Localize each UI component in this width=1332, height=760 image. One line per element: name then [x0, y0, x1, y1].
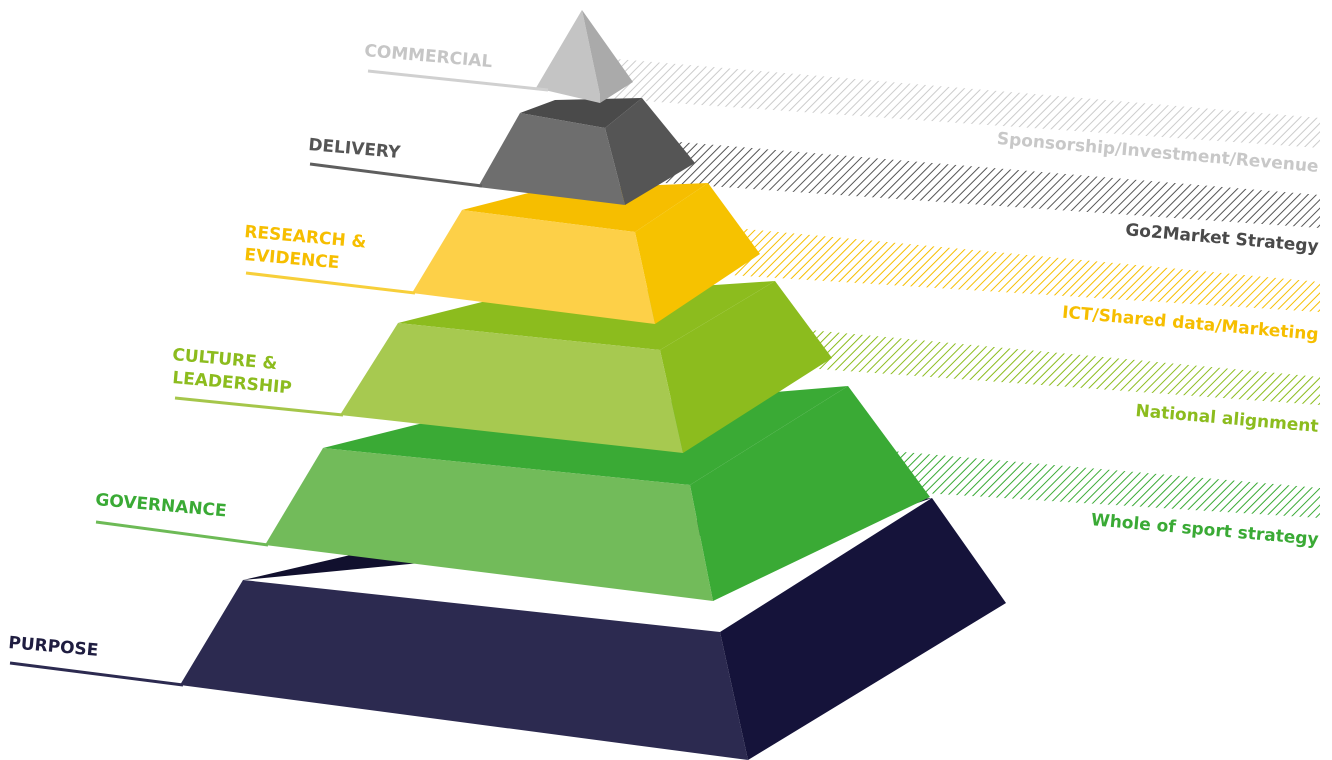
- hatch-band-governance: [875, 450, 1320, 518]
- hatch-band-delivery: [650, 140, 1320, 228]
- right-label-governance: Whole of sport strategy: [1090, 510, 1319, 550]
- leader-line-governance: [95, 520, 269, 547]
- leader-line-research: [245, 271, 416, 295]
- tier-governance-front: [265, 448, 713, 601]
- hatch-band-culture: [805, 330, 1320, 405]
- tier-commercial-side: [582, 10, 633, 103]
- label-purpose: PURPOSE: [8, 633, 100, 661]
- left-leader-lines: [9, 69, 549, 687]
- tier-culture-side: [660, 281, 832, 453]
- hatch-band-commercial: [600, 58, 1320, 148]
- tier-commercial-light: [536, 10, 600, 103]
- tier-purpose-side: [720, 498, 1006, 760]
- tier-delivery: [478, 98, 695, 205]
- tier-governance-side: [690, 386, 930, 601]
- tier-research: [412, 183, 760, 324]
- right-label-culture: National alignment: [1135, 401, 1320, 437]
- leader-line-delivery: [309, 162, 483, 188]
- tier-research-top: [462, 183, 708, 232]
- leader-line-purpose: [9, 661, 184, 687]
- leader-line-culture: [174, 396, 344, 417]
- label-commercial: COMMERCIAL: [364, 41, 494, 72]
- tier-purpose-front: [180, 580, 748, 760]
- label-research-line2: EVIDENCE: [244, 245, 341, 273]
- tier-culture-front: [340, 323, 683, 453]
- label-governance: GOVERNANCE: [95, 490, 228, 521]
- tier-delivery-side: [605, 98, 695, 205]
- tier-delivery-top: [520, 98, 642, 128]
- hatch-band-research: [730, 228, 1320, 312]
- hatch-bands: [600, 58, 1320, 518]
- leader-line-commercial: [367, 69, 549, 92]
- tier-research-side: [635, 183, 760, 324]
- tier-delivery-front: [478, 113, 625, 205]
- label-delivery: DELIVERY: [308, 135, 402, 163]
- tier-commercial: [536, 10, 633, 103]
- tier-research-front: [412, 210, 655, 324]
